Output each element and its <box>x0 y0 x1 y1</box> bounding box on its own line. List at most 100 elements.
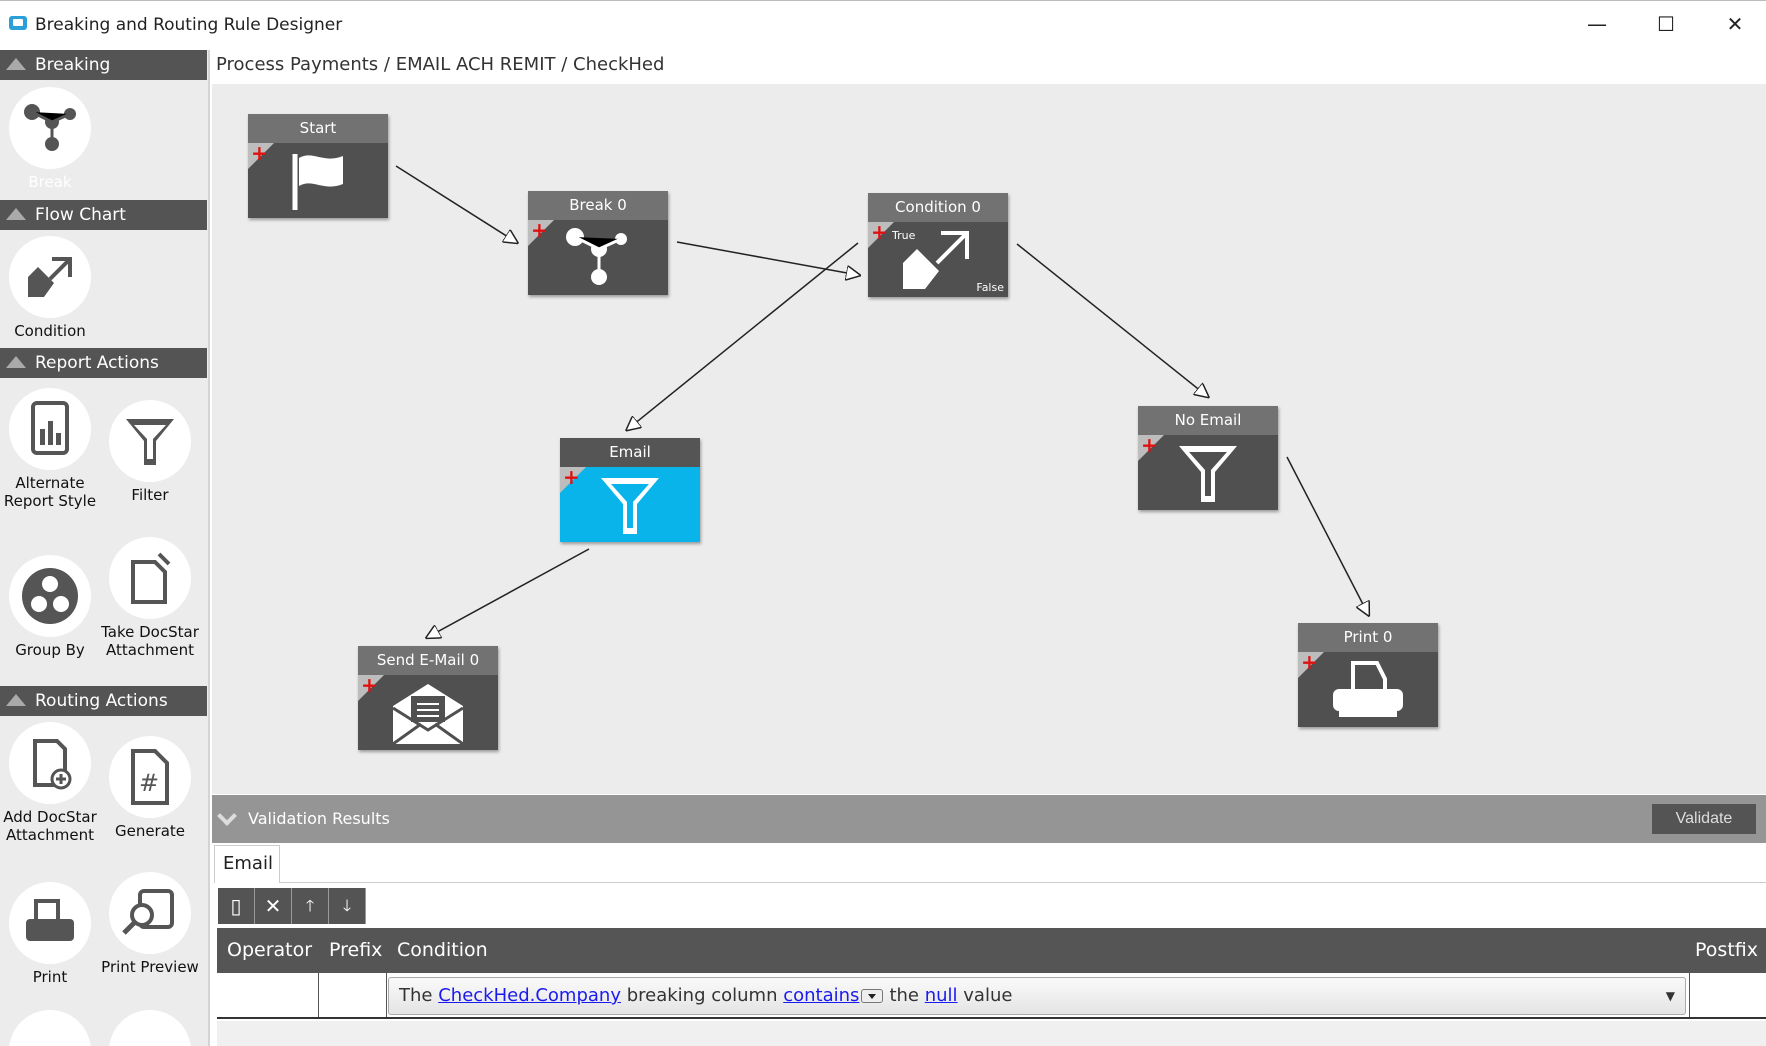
node-send-email-0[interactable]: Send E-Mail 0+ <box>358 646 498 750</box>
cond-text: value <box>963 985 1013 1006</box>
tool-label: Alternate Report Style <box>3 474 97 510</box>
section-label: Flow Chart <box>35 205 126 225</box>
operator-cell[interactable] <box>217 973 319 1017</box>
validation-title: Validation Results <box>248 809 390 828</box>
tab-email[interactable]: Email <box>214 845 280 883</box>
tool-label: Group By <box>15 641 85 659</box>
app-icon <box>9 16 27 30</box>
window-title: Breaking and Routing Rule Designer <box>35 15 343 35</box>
tool-take-docstar-attachment[interactable]: Take DocStar Attachment <box>100 537 200 659</box>
minimize-button[interactable]: — <box>1587 12 1607 36</box>
move-down-button[interactable]: 🡓 <box>329 888 366 924</box>
section-flow-chart[interactable]: Flow Chart <box>0 200 207 230</box>
add-icon[interactable]: + <box>1301 650 1318 674</box>
cond-text: The <box>399 985 433 1006</box>
table-empty-area <box>217 1021 1766 1046</box>
tool-filter[interactable]: Filter <box>100 400 200 504</box>
generate-icon: # <box>109 736 191 818</box>
print-icon <box>9 882 91 964</box>
delete-rule-button[interactable]: ✕ <box>255 888 292 924</box>
section-label: Report Actions <box>35 353 159 373</box>
filter-icon <box>601 478 659 534</box>
table-row[interactable]: The CheckHed.Company breaking column con… <box>217 973 1766 1019</box>
filter-icon <box>109 400 191 482</box>
tool-partial-2[interactable] <box>100 1010 200 1046</box>
move-up-button[interactable]: 🡑 <box>292 888 329 924</box>
add-icon[interactable]: + <box>1141 433 1158 457</box>
tool-label: Print <box>32 968 68 986</box>
validate-button[interactable]: Validate <box>1652 804 1756 834</box>
table-header: Operator Prefix Condition Postfix <box>217 928 1766 973</box>
operator-link[interactable]: contains <box>783 985 860 1006</box>
close-button[interactable]: ✕ <box>1726 12 1744 36</box>
break-icon <box>9 87 91 169</box>
section-label: Routing Actions <box>35 691 168 711</box>
node-title: Start <box>248 114 388 143</box>
false-port-label: False <box>976 281 1004 294</box>
section-routing-actions[interactable]: Routing Actions <box>0 686 207 716</box>
tool-label: Take DocStar Attachment <box>101 623 199 659</box>
tool-label: Condition <box>14 322 86 340</box>
envelope-icon <box>393 684 463 744</box>
svg-text:#: # <box>139 769 159 797</box>
add-icon[interactable]: + <box>871 220 888 244</box>
tool-label: Print Preview <box>101 958 199 976</box>
tool-label: Break <box>28 173 72 191</box>
node-title: No Email <box>1138 406 1278 435</box>
condition-icon <box>903 231 969 289</box>
maximize-button[interactable]: ☐ <box>1657 12 1675 36</box>
cond-text: breaking column <box>626 985 778 1006</box>
validation-results-bar[interactable]: Validation Results Validate <box>212 795 1766 843</box>
node-email[interactable]: Email+ <box>560 438 700 542</box>
tool-label: Add DocStar Attachment <box>3 808 97 844</box>
chevron-up-icon <box>6 694 26 706</box>
cond-text: the <box>889 985 919 1006</box>
tool-generate[interactable]: # Generate <box>100 736 200 840</box>
chevron-down-icon[interactable] <box>217 806 237 826</box>
condition-icon <box>9 236 91 318</box>
user-icon <box>109 1010 191 1046</box>
tool-break[interactable]: Break <box>0 87 100 191</box>
node-condition-0[interactable]: Condition 0+ True False <box>868 193 1008 297</box>
chevron-up-icon <box>6 58 26 70</box>
tool-print-preview[interactable]: Print Preview <box>100 872 200 976</box>
report-chart-icon <box>9 388 91 470</box>
node-print-0[interactable]: Print 0+ <box>1298 623 1438 727</box>
tool-add-docstar-attachment[interactable]: Add DocStar Attachment <box>0 722 100 844</box>
tool-group-by[interactable]: Group By <box>0 555 100 659</box>
tool-condition[interactable]: Condition <box>0 236 100 340</box>
col-prefix: Prefix <box>329 939 383 961</box>
tool-partial-1[interactable] <box>0 1010 100 1046</box>
dropdown-arrow-icon[interactable]: ▼ <box>1665 989 1675 1003</box>
add-icon[interactable]: + <box>531 218 548 242</box>
value-link[interactable]: null <box>924 985 958 1006</box>
condition-dropdown[interactable]: The CheckHed.Company breaking column con… <box>388 977 1686 1015</box>
node-title: Send E-Mail 0 <box>358 646 498 675</box>
node-start[interactable]: Start+ <box>248 114 388 218</box>
new-rule-button[interactable]: ▯ <box>218 888 255 924</box>
chevron-up-icon <box>6 356 26 368</box>
break-icon <box>566 228 627 285</box>
node-break-0[interactable]: Break 0+ <box>528 191 668 295</box>
node-no-email[interactable]: No Email+ <box>1138 406 1278 510</box>
true-port-label: True <box>892 229 916 242</box>
print-preview-icon <box>109 872 191 954</box>
col-operator: Operator <box>227 939 313 961</box>
add-icon[interactable]: + <box>251 141 268 165</box>
group-by-icon <box>9 555 91 637</box>
section-report-actions[interactable]: Report Actions <box>0 348 207 378</box>
add-icon[interactable]: + <box>361 673 378 697</box>
col-condition: Condition <box>397 939 488 961</box>
node-title: Print 0 <box>1298 623 1438 652</box>
column-link[interactable]: CheckHed.Company <box>438 985 621 1006</box>
title-bar: Breaking and Routing Rule Designer — ☐ ✕ <box>0 0 1766 50</box>
toolbox-sidebar: Breaking Break Flow Chart Condition Repo… <box>0 50 210 1046</box>
add-attachment-icon <box>9 722 91 804</box>
operator-dropdown-icon[interactable] <box>861 989 884 1003</box>
section-label: Breaking <box>35 55 111 75</box>
add-icon[interactable]: + <box>563 465 580 489</box>
prefix-cell[interactable] <box>319 973 387 1017</box>
tool-print[interactable]: Print <box>0 882 100 986</box>
section-breaking[interactable]: Breaking <box>0 50 207 80</box>
tool-alternate-report-style[interactable]: Alternate Report Style <box>0 388 100 510</box>
